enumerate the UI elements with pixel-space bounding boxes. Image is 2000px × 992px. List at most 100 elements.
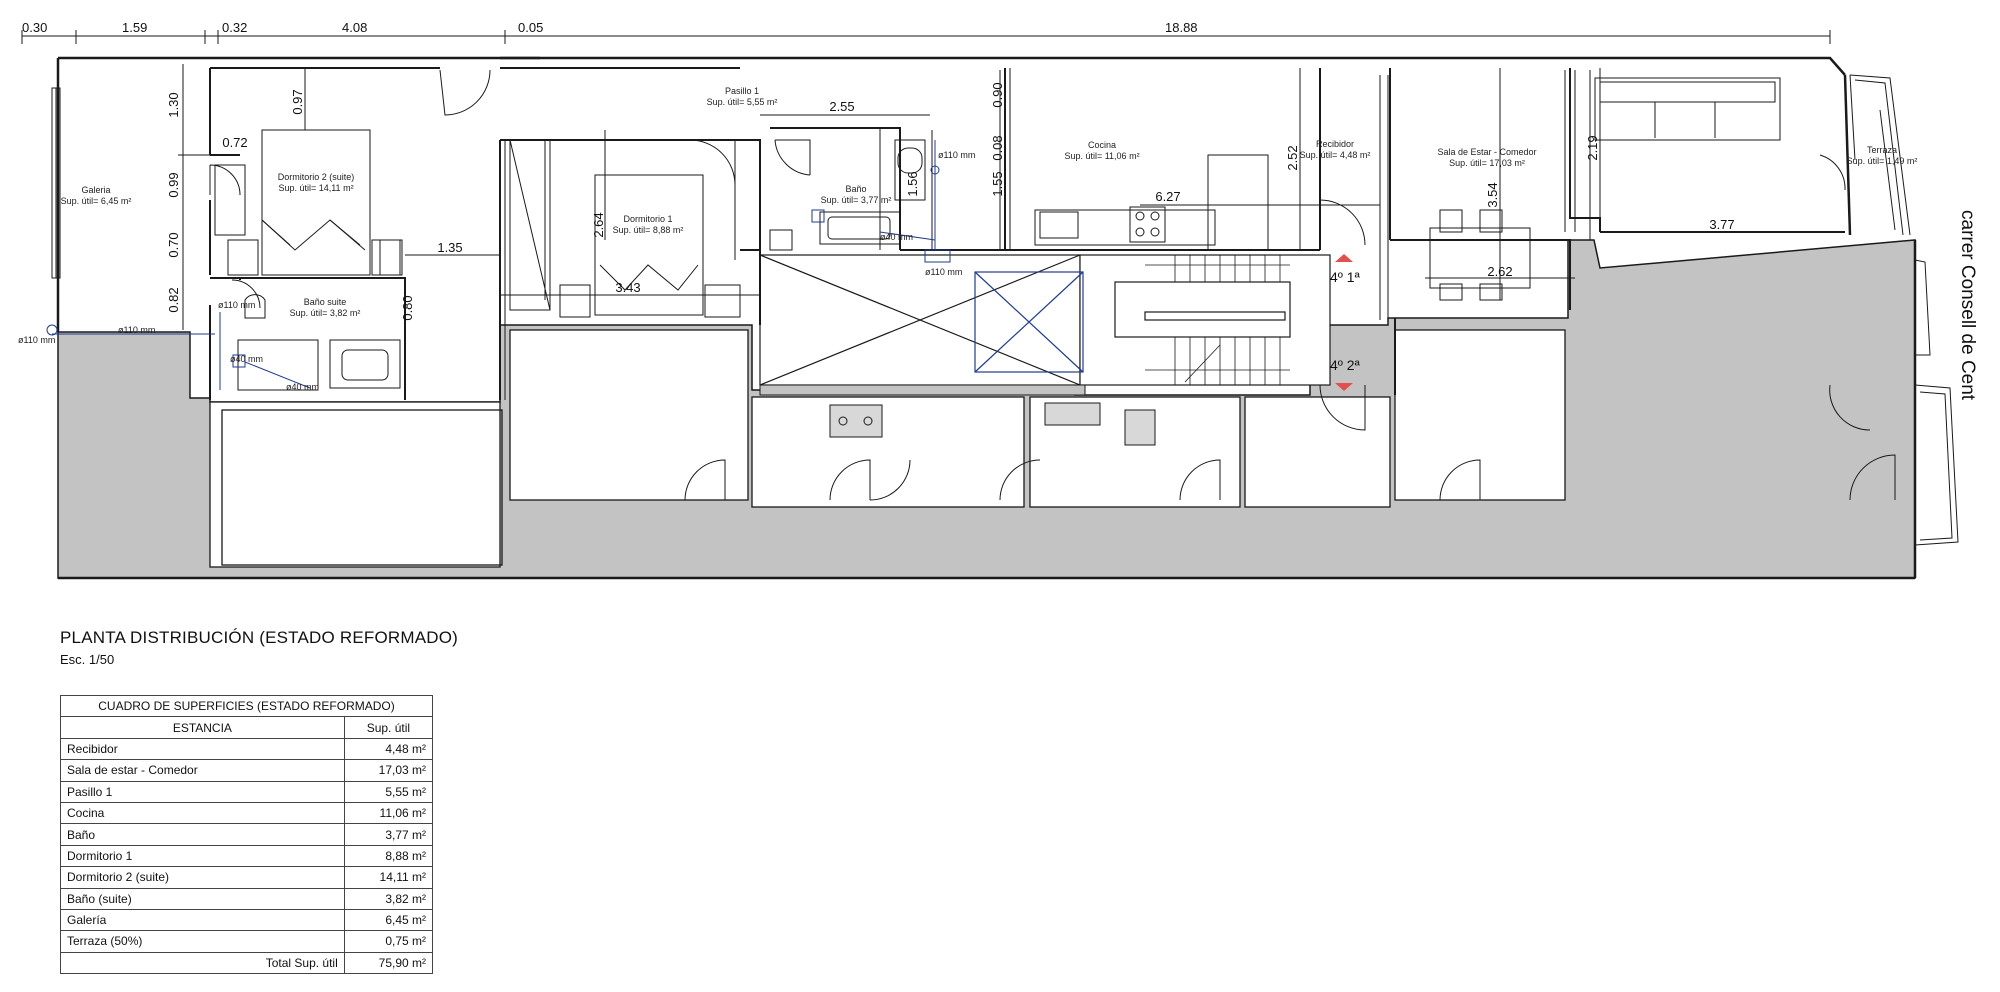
dim-label: 0.97: [290, 89, 305, 114]
pipe-label: ø110 mm: [18, 335, 55, 345]
room-area: Sup. útil= 3,82 m²: [290, 308, 361, 318]
stair-core: [759, 254, 1331, 386]
row-value: 4,48 m²: [343, 737, 434, 761]
row-name: Baño: [60, 823, 345, 846]
row-name: Terraza (50%): [60, 930, 345, 953]
room-area: Sup. útil= 1,49 m²: [1847, 156, 1918, 166]
room-name: Cocina: [1088, 140, 1116, 150]
row-name: Dormitorio 1: [60, 844, 345, 868]
plumbing: [46, 140, 951, 390]
row-name: Sala de estar - Comedor: [60, 759, 345, 782]
doors: [209, 69, 1896, 431]
room-name: Pasillo 1: [725, 86, 759, 96]
unit-label-1: 4º 1ª: [1330, 269, 1361, 285]
unit-labels: 4º 1ª 4º 2ª: [1330, 269, 1361, 373]
furniture: [214, 77, 1781, 391]
dim-label: 3.54: [1485, 182, 1500, 207]
balconies: [1849, 74, 1959, 546]
dim-label: 0.90: [990, 82, 1005, 107]
dim-label: 2.52: [1285, 145, 1300, 170]
dim-label: 4.08: [342, 20, 367, 35]
table-row: Baño (suite)3,82 m²: [60, 887, 434, 910]
row-name: Baño (suite): [60, 887, 345, 910]
room-area: Sup. útil= 8,88 m²: [613, 225, 684, 235]
lower-fixtures: [829, 402, 1156, 446]
dim-label: 0.82: [166, 287, 181, 312]
room-name: Dormitorio 2 (suite): [278, 172, 355, 182]
room-name: Recibidor: [1316, 139, 1354, 149]
dim-label: 2.55: [829, 99, 854, 114]
dim-label: 1.35: [437, 240, 462, 255]
dim-label: 2.62: [1487, 264, 1512, 279]
dim-label: 3.43: [615, 280, 640, 295]
room-area: Sup. útil= 14,11 m²: [278, 183, 353, 193]
row-name: Cocina: [60, 801, 345, 825]
total-label: Total Sup. útil: [60, 951, 345, 975]
row-value: 6,45 m²: [343, 908, 434, 932]
dim-label: 0.05: [518, 20, 543, 35]
inner-dimension-labels: 1.30 0.99 0.70 0.82 0.72 0.97 1.35 2.64 …: [166, 82, 1735, 320]
row-value: 0,75 m²: [343, 930, 434, 953]
pipe-label: ø110 mm: [925, 267, 962, 277]
room-area: Sup. útil= 3,77 m²: [821, 195, 892, 205]
room-area: Sup. útil= 5,55 m²: [707, 97, 778, 107]
table-header-row: ESTANCIA Sup. útil: [60, 716, 434, 739]
dim-label: 3.77: [1709, 217, 1734, 232]
room-area: Sup. útil= 4,48 m²: [1300, 150, 1371, 160]
pipe-label: ø40 mm: [880, 232, 913, 242]
unit-label-2: 4º 2ª: [1330, 357, 1361, 373]
stair-treads: [1145, 255, 1290, 385]
column-header-sup: Sup. útil: [343, 716, 434, 739]
dim-label: 0.72: [222, 135, 247, 150]
room-name: Galeria: [81, 185, 110, 195]
table-row: Dormitorio 2 (suite)14,11 m²: [60, 866, 434, 889]
row-value: 3,77 m²: [343, 823, 434, 846]
lower-rooms: [209, 329, 1566, 568]
galeria-windows: [51, 87, 61, 279]
floor-plan: 0.30 1.59 0.32 4.08 0.05 18.88 1.30 0.99…: [18, 20, 1978, 580]
top-dimension-labels: 0.30 1.59 0.32 4.08 0.05 18.88: [22, 20, 1198, 35]
pipe-labels: ø110 mm ø110 mm ø110 mm ø40 mm ø40 mm ø1…: [18, 150, 975, 392]
room-name: Terraza: [1867, 145, 1897, 155]
lower-doors: [684, 454, 1896, 501]
outer-walls: [56, 56, 1917, 580]
table-row: Terraza (50%)0,75 m²: [60, 930, 434, 953]
street-name: carrer Consell de Cent: [1957, 210, 1978, 401]
room-labels: Galeria Sup. útil= 6,45 m² Dormitorio 2 …: [61, 86, 1918, 318]
room-area: Sup. útil= 6,45 m²: [61, 196, 132, 206]
dim-label: 0.80: [400, 295, 415, 320]
area-table: CUADRO DE SUPERFICIES (ESTADO REFORMADO)…: [60, 694, 434, 975]
room-name: Baño: [845, 184, 866, 194]
dim-label: 0.32: [222, 20, 247, 35]
table-caption: CUADRO DE SUPERFICIES (ESTADO REFORMADO): [60, 694, 433, 718]
row-name: Recibidor: [60, 737, 345, 761]
room-area: Sup. útil= 11,06 m²: [1064, 151, 1139, 161]
interior-walls-thin: [504, 70, 1591, 400]
pipe-label: ø110 mm: [218, 300, 255, 310]
landing-strip: [759, 384, 1086, 396]
room-name: Baño suite: [304, 297, 347, 307]
dim-label: 1.30: [166, 92, 181, 117]
dim-label: 1.56: [905, 171, 920, 196]
row-value: 5,55 m²: [343, 780, 434, 803]
dim-label: 1.55: [990, 171, 1005, 196]
table-caption-row: CUADRO DE SUPERFICIES (ESTADO REFORMADO): [60, 694, 433, 718]
dim-label: 1.59: [122, 20, 147, 35]
row-value: 17,03 m²: [343, 759, 434, 782]
pipe-label: ø110 mm: [938, 150, 975, 160]
total-value: 75,90 m²: [343, 951, 434, 975]
column-header-estancia: ESTANCIA: [60, 716, 345, 739]
row-value: 11,06 m²: [343, 801, 434, 825]
row-name: Pasillo 1: [60, 780, 345, 803]
room-area: Sup. útil= 17,03 m²: [1449, 158, 1525, 168]
dim-label: 2.64: [591, 212, 606, 237]
dim-label: 0.70: [166, 232, 181, 257]
elevator: [974, 271, 1084, 373]
